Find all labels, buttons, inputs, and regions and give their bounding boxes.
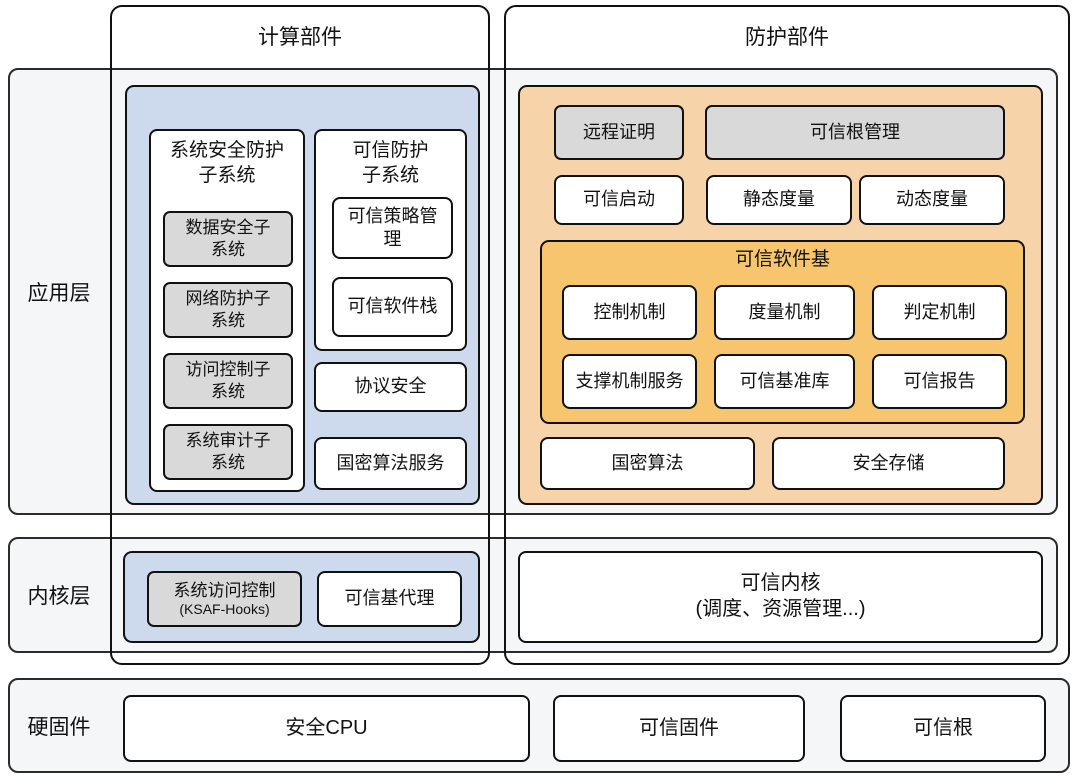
control-mechanism-box: 控制机制 [562, 285, 697, 340]
trusted-boot-box: 可信启动 [554, 175, 684, 225]
trusted-root-box: 可信根 [840, 695, 1046, 762]
judgment-mechanism-box: 判定机制 [872, 285, 1007, 340]
trusted-root-management-box: 可信根管理 [705, 105, 1005, 160]
system-security-subsystem-title: 系统安全防护 子系统 [169, 140, 284, 186]
data-security-subsystem-box: 数据安全子 系统 [163, 211, 293, 267]
system-audit-subsystem-box: 系统审计子 系统 [163, 424, 293, 480]
trusted-policy-management-box: 可信策略管 理 [332, 197, 453, 259]
system-access-control-box: 系统访问控制 (KSAF-Hooks) [147, 571, 302, 627]
protection-application-panel: 远程证明 可信根管理 可信启动 静态度量 动态度量 可信软件基 控制机制 度量机… [518, 85, 1043, 505]
remote-attestation-box: 远程证明 [554, 105, 684, 160]
computing-application-panel: 系统安全防护 子系统 数据安全子 系统 网络防护子 系统 访问控制子 系统 系统… [125, 85, 480, 505]
trusted-software-base-group: 可信软件基 控制机制 度量机制 判定机制 支撑机制服务 可信基准库 可信报告 [540, 240, 1025, 424]
system-access-control-label: 系统访问控制 [173, 581, 276, 601]
secure-cpu-box: 安全CPU [123, 695, 530, 762]
computing-component-column: 计算部件 [110, 5, 490, 665]
firmware-layer-label: 硬固件 [27, 715, 91, 739]
application-layer-label: 应用层 [27, 281, 91, 305]
protection-component-title: 防护部件 [745, 26, 829, 49]
access-control-subsystem-box: 访问控制子 系统 [163, 353, 293, 409]
sm-algorithm-service-box: 国密算法服务 [314, 437, 467, 490]
trusted-software-stack-box: 可信软件栈 [332, 277, 453, 337]
protection-component-column: 防护部件 [504, 5, 1070, 665]
computing-kernel-panel: 系统访问控制 (KSAF-Hooks) 可信基代理 [123, 551, 480, 643]
network-protection-subsystem-box: 网络防护子 系统 [163, 282, 293, 338]
trusted-reference-library-box: 可信基准库 [714, 354, 855, 409]
trusted-protection-subsystem-group: 可信防护 子系统 可信策略管 理 可信软件栈 [314, 129, 467, 351]
trusted-kernel-box: 可信内核 (调度、资源管理...) [518, 551, 1043, 643]
kernel-layer-label: 内核层 [27, 585, 91, 608]
trusted-firmware-box: 可信固件 [553, 695, 805, 762]
trusted-report-box: 可信报告 [872, 354, 1007, 409]
support-mechanism-service-box: 支撑机制服务 [562, 354, 697, 409]
sm-algorithm-box: 国密算法 [540, 437, 755, 490]
system-security-subsystem-group: 系统安全防护 子系统 数据安全子 系统 网络防护子 系统 访问控制子 系统 系统… [149, 129, 305, 492]
protocol-security-box: 协议安全 [314, 362, 467, 412]
secure-storage-box: 安全存储 [772, 437, 1005, 490]
trusted-protection-subsystem-title: 可信防护 子系统 [352, 140, 429, 186]
measurement-mechanism-box: 度量机制 [714, 285, 855, 340]
static-measurement-box: 静态度量 [706, 175, 852, 225]
computing-component-title: 计算部件 [258, 26, 342, 49]
dynamic-measurement-box: 动态度量 [859, 175, 1005, 225]
trusted-software-base-title: 可信软件基 [734, 249, 830, 270]
trusted-base-agent-box: 可信基代理 [317, 571, 462, 627]
ksaf-hooks-label: (KSAF-Hooks) [179, 601, 270, 618]
